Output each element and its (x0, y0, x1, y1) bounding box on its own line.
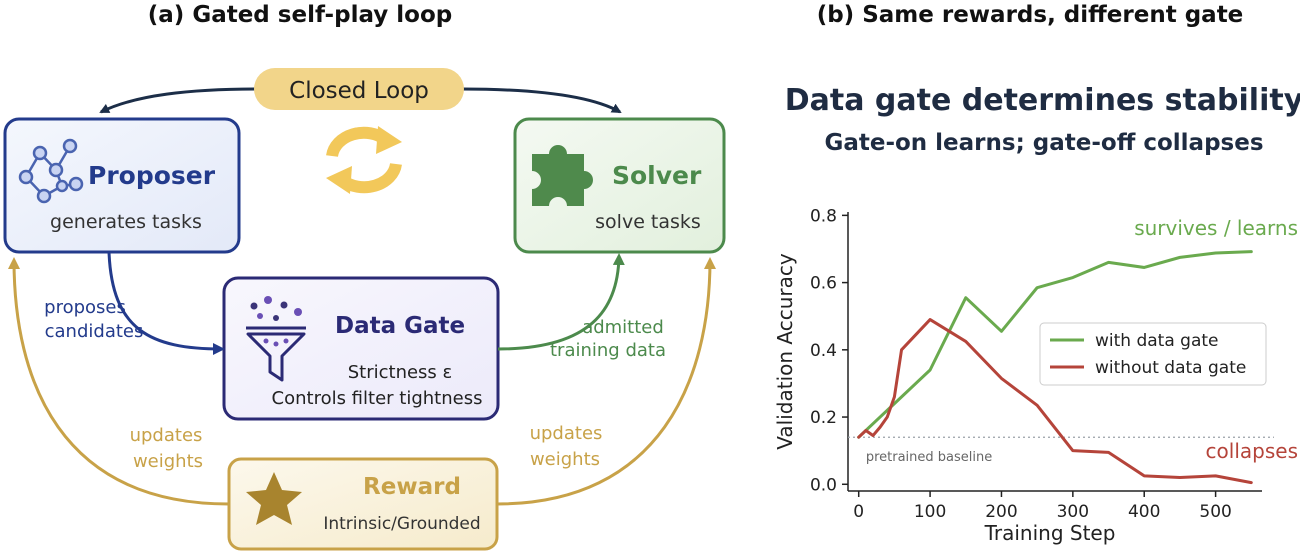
series-line-1 (857, 250, 1253, 439)
proposer-to-gate-arrow (107, 251, 225, 355)
x-tick-label: 100 (914, 502, 946, 522)
y-tick-label: 0.6 (810, 274, 837, 294)
proposer-box (3, 117, 241, 254)
closed-loop-label: Closed Loop (289, 78, 429, 104)
solver-subtitle: solve tasks (595, 211, 701, 233)
x-axis-label: Training Step (984, 521, 1116, 545)
proposes-label-2: candidates (45, 321, 144, 342)
annotation-survives: survives / learns (1134, 216, 1298, 240)
solver-box (513, 117, 726, 254)
chart-subheading: Gate-on learns; gate-off collapses (824, 130, 1263, 156)
y-axis-label: Validation Accuracy (773, 253, 797, 450)
annotation-collapses: collapses (1206, 439, 1298, 463)
chart-heading: Data gate determines stability (785, 83, 1300, 118)
updates-left-label-2: weights (133, 451, 203, 472)
data-gate-title: Data Gate (335, 313, 465, 339)
updates-right-label-1: updates (530, 423, 603, 444)
closed-loop-pill (254, 68, 464, 110)
reward-title: Reward (363, 474, 461, 500)
gate-to-solver-arrow (497, 253, 625, 351)
admitted-label-2: training data (550, 340, 666, 361)
panel-a: (a) Gated self-play loop Closed Loop (3, 2, 726, 551)
x-tick-label: 0 (853, 502, 864, 522)
series-line-2 (857, 318, 1253, 485)
y-tick-label: 0.4 (810, 341, 837, 361)
proposer-subtitle: generates tasks (50, 211, 202, 233)
x-tick-label: 400 (1128, 502, 1160, 522)
reward-subtitle: Intrinsic/Grounded (323, 514, 480, 534)
y-tick-label: 0.2 (810, 408, 837, 428)
data-gate-line1: Strictness ε (348, 362, 453, 383)
network-icon (18, 138, 84, 204)
panel-b: (b) Same rewards, different gate Data ga… (773, 2, 1300, 545)
panel-b-title: (b) Same rewards, different gate (817, 2, 1244, 28)
funnel-icon (246, 296, 306, 382)
updates-right-label-2: weights (530, 449, 600, 470)
proposes-label-1: proposes (44, 297, 126, 318)
reward-to-solver-arrow (496, 257, 716, 506)
loop-arrow-left (99, 87, 259, 114)
star-icon (246, 472, 302, 525)
panel-a-title: (a) Gated self-play loop (148, 2, 452, 28)
loop-arrow-right (461, 87, 622, 114)
legend-label-1: with data gate (1095, 331, 1219, 351)
x-tick-label: 200 (985, 502, 1017, 522)
refresh-arrows-icon (326, 126, 402, 194)
legend-box (1039, 322, 1267, 386)
proposer-title: Proposer (88, 161, 216, 190)
x-tick-label: 500 (1199, 502, 1231, 522)
x-tick-label: 300 (1057, 502, 1089, 522)
puzzle-icon (532, 145, 593, 206)
reward-to-proposer-arrow (8, 257, 230, 506)
solver-title: Solver (612, 161, 702, 190)
data-gate-line2: Controls filter tightness (272, 388, 483, 409)
y-tick-label: 0.8 (810, 206, 837, 226)
legend-label-2: without data gate (1095, 358, 1246, 378)
accuracy-chart: 0 100 200 300 400 500 0.0 0.2 0.4 0.6 0.8Training … (773, 206, 1274, 545)
admitted-label-1: admitted (582, 317, 664, 338)
y-tick-label: 0.0 (810, 475, 837, 495)
updates-left-label-1: updates (130, 425, 203, 446)
baseline-label: pretrained baseline (866, 450, 992, 465)
